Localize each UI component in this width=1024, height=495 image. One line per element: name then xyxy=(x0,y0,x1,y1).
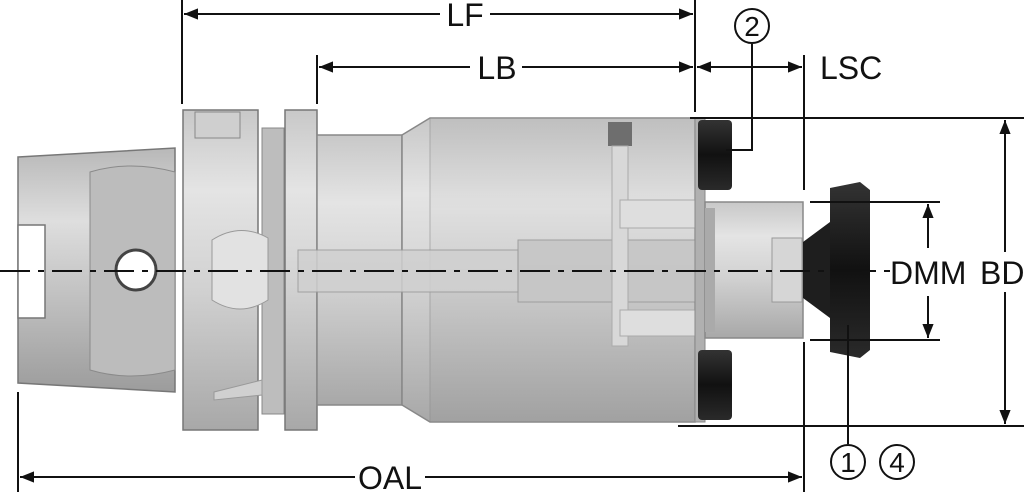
callout-2: 2 xyxy=(726,8,770,151)
dimension-lsc: LSC xyxy=(697,50,882,86)
dimension-lf: LF xyxy=(184,0,693,33)
dimension-dmm: DMM xyxy=(890,204,966,338)
extension-lines xyxy=(17,0,1024,492)
dimension-bd: BD xyxy=(980,120,1024,424)
dimension-lsc-label: LSC xyxy=(820,50,882,86)
dimension-oal: OAL xyxy=(20,460,802,495)
dimension-lb: LB xyxy=(319,50,693,86)
dimension-dmm-label: DMM xyxy=(890,255,966,291)
dimension-bd-label: BD xyxy=(980,255,1024,291)
dimension-lf-label: LF xyxy=(446,0,483,33)
callout-1-number: 1 xyxy=(840,447,856,478)
dimension-lb-label: LB xyxy=(477,50,516,86)
callout-1-4: 1 4 xyxy=(830,325,915,480)
callout-4-number: 4 xyxy=(889,447,905,478)
dimension-oal-label: OAL xyxy=(358,460,422,495)
callout-2-number: 2 xyxy=(744,11,760,42)
